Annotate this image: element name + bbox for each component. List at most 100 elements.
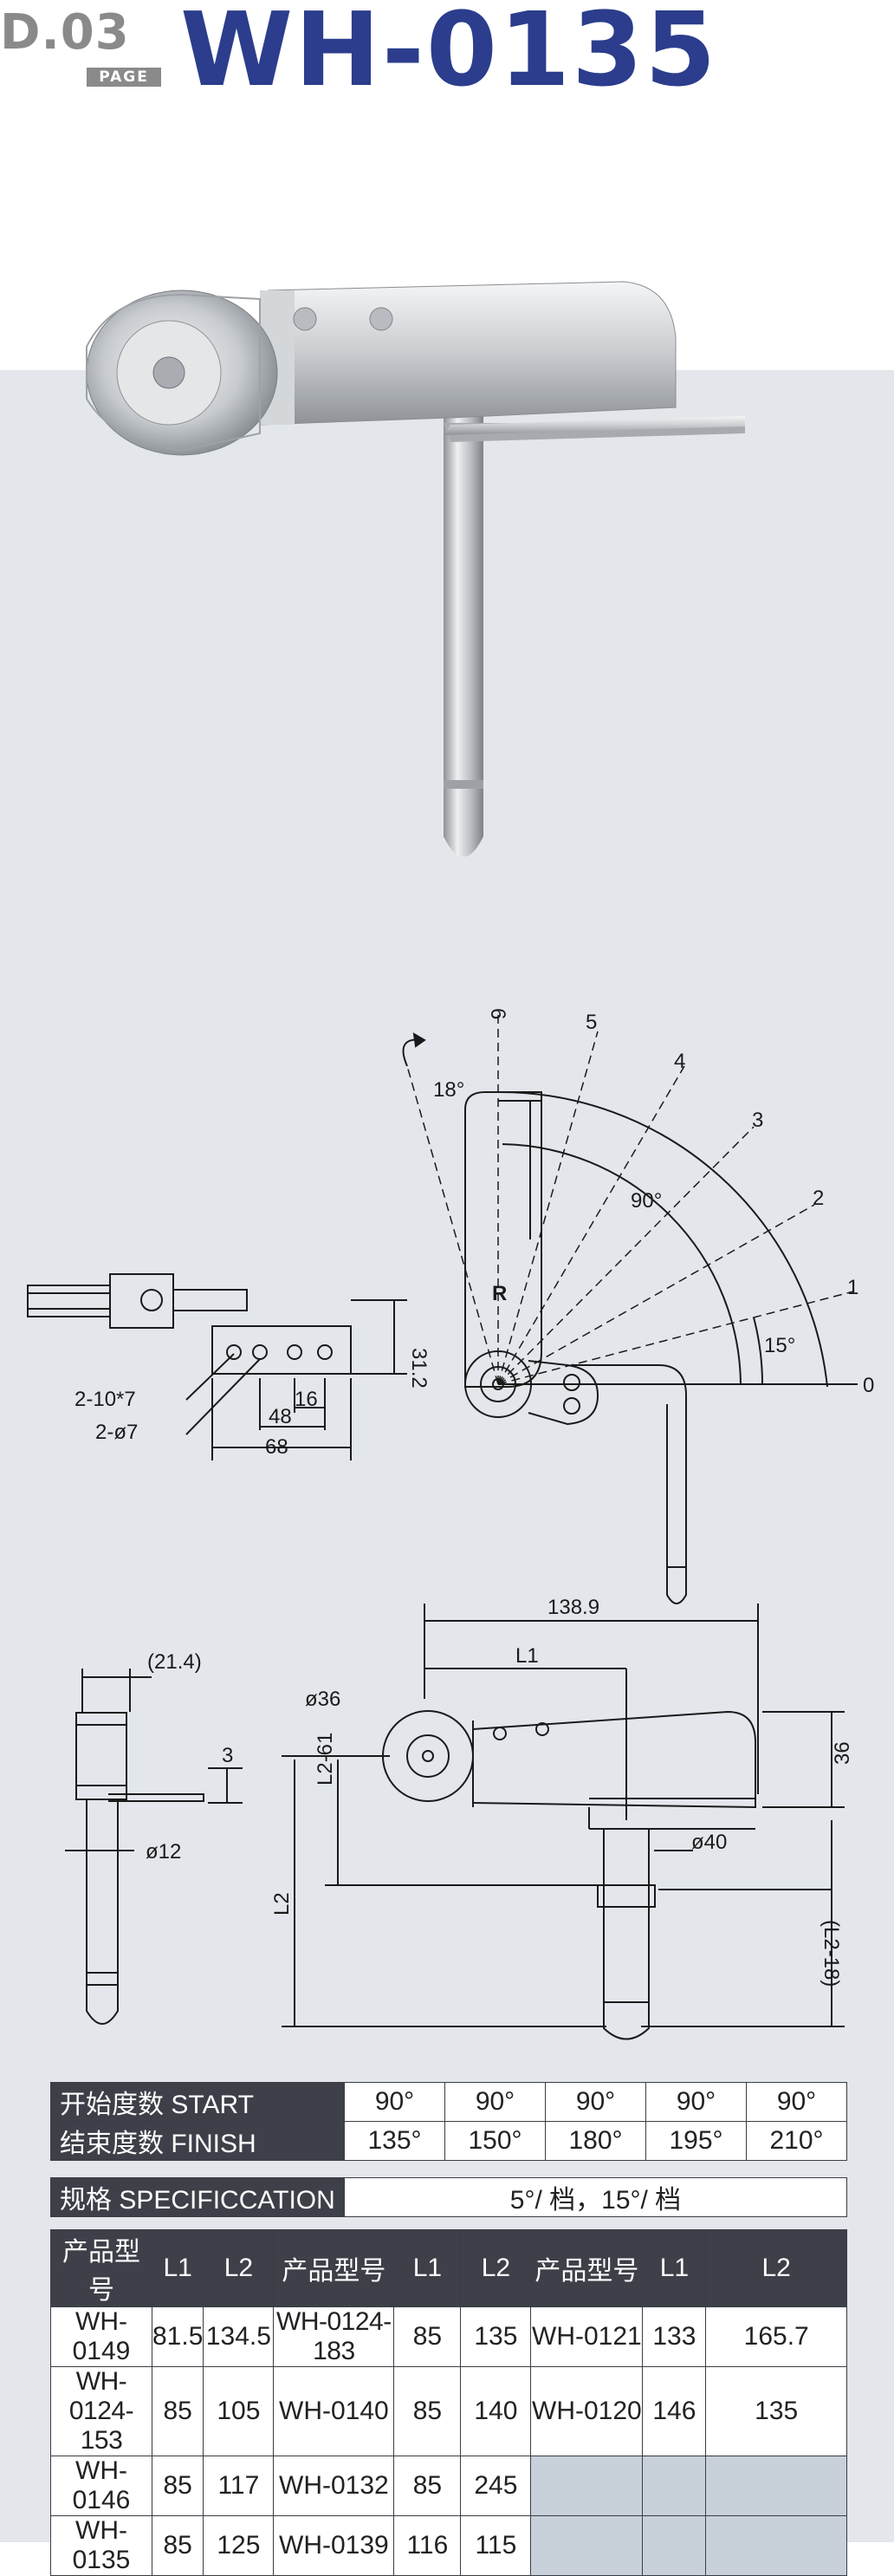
dim-36-label: 36 (831, 1741, 854, 1765)
empty-cell (705, 2456, 847, 2516)
model-cell: WH-0146 (50, 2456, 152, 2516)
specification-value: 5°/ 档，15°/ 档 (344, 2177, 847, 2217)
finish-row: 结束度数 FINISH 135° 150° 180° 195° 210° (50, 2121, 847, 2161)
holes-slot-label: 2-10*7 (74, 1388, 136, 1411)
dim-3-label: 3 (222, 1744, 233, 1767)
l1-cell: 85 (393, 2366, 462, 2456)
dim-d12-label: ø12 (146, 1840, 181, 1864)
table-row: WH-0135 85 125 WH-0139 116 115 (50, 2515, 847, 2576)
dim-21-4-label: (21.4) (147, 1650, 202, 1674)
start-value: 90° (645, 2082, 747, 2122)
empty-cell (642, 2456, 707, 2516)
l2-cell: 105 (203, 2366, 275, 2456)
l1-cell: 85 (393, 2306, 462, 2367)
l2-cell: 125 (203, 2515, 275, 2576)
finish-value: 150° (444, 2121, 546, 2161)
column-header: L1 (151, 2229, 204, 2307)
column-header: 产品型号 (530, 2229, 644, 2307)
angle-label-1: 1 (847, 1276, 858, 1299)
l1-cell: 116 (393, 2515, 462, 2576)
angle-label-3: 3 (752, 1109, 763, 1132)
empty-cell (705, 2515, 847, 2576)
dim-48-label: 48 (269, 1405, 292, 1428)
l2-cell: 245 (460, 2456, 532, 2516)
empty-cell (530, 2456, 644, 2516)
technical-drawing: 6 5 4 3 2 1 0 18° 90° 15° R 31.2 2-10*7 … (27, 1008, 874, 2040)
start-value: 90° (746, 2082, 847, 2122)
l1-cell: 85 (393, 2456, 462, 2516)
holes-round-label: 2-ø7 (95, 1421, 138, 1444)
finish-value: 180° (545, 2121, 646, 2161)
page-header: D.03 PAGE WH-0135 (0, 0, 894, 102)
l1-cell: 81.5 (151, 2306, 204, 2367)
model-cell: WH-0139 (273, 2515, 395, 2576)
l1-cell: 146 (642, 2366, 707, 2456)
column-header: L2 (203, 2229, 275, 2307)
dim-l2-61-label: L2-61 (314, 1733, 337, 1786)
degree-15-label: 15° (764, 1334, 795, 1357)
column-header: L1 (393, 2229, 462, 2307)
specification-row: 规格 SPECIFICCATION 5°/ 档，15°/ 档 (50, 2177, 847, 2217)
angle-arc (497, 1090, 828, 1388)
l2-cell: 140 (460, 2366, 532, 2456)
finish-label: 结束度数 FINISH (50, 2121, 345, 2161)
finish-value: 210° (746, 2121, 847, 2161)
angle-label-4: 4 (674, 1050, 685, 1073)
model-cell: WH-0124-153 (50, 2366, 152, 2456)
dim-l2-label: L2 (270, 1892, 294, 1916)
column-header: 产品型号 (50, 2229, 152, 2307)
finish-value: 195° (645, 2121, 747, 2161)
column-header: 产品型号 (273, 2229, 395, 2307)
l2-cell: 135 (460, 2306, 532, 2367)
start-value: 90° (545, 2082, 646, 2122)
start-value: 90° (444, 2082, 546, 2122)
column-header: L2 (705, 2229, 847, 2307)
l1-cell: 85 (151, 2515, 204, 2576)
r-mark-label: R (492, 1282, 507, 1305)
page-code: D.03 (0, 4, 130, 61)
model-cell: WH-0124-183 (273, 2306, 395, 2367)
dim-31-2-label: 31.2 (407, 1348, 431, 1389)
model-cell: WH-0140 (273, 2366, 395, 2456)
start-label: 开始度数 START (50, 2082, 345, 2122)
empty-cell (642, 2515, 707, 2576)
model-cell: WH-0135 (50, 2515, 152, 2576)
l1-cell: 133 (642, 2306, 707, 2367)
empty-cell (530, 2515, 644, 2576)
table-row: WH-0146 85 117 WH-0132 85 245 (50, 2456, 847, 2516)
dim-d40-label: ø40 (691, 1831, 727, 1854)
models-header-row: 产品型号 L1 L2 产品型号 L1 L2 产品型号 L1 L2 (50, 2229, 847, 2307)
column-header: L2 (460, 2229, 532, 2307)
dim-68-label: 68 (265, 1435, 288, 1459)
angle-label-5: 5 (586, 1011, 597, 1034)
product-photo (86, 281, 745, 857)
column-header: L1 (642, 2229, 707, 2307)
specification-table: 规格 SPECIFICCATION 5°/ 档，15°/ 档 (50, 2177, 847, 2217)
model-cell: WH-0120 (530, 2366, 644, 2456)
angle-spec-table: 开始度数 START 90° 90° 90° 90° 90° 结束度数 FINI… (50, 2082, 847, 2161)
specification-label: 规格 SPECIFICCATION (50, 2177, 345, 2217)
l2-cell: 135 (705, 2366, 847, 2456)
l1-cell: 85 (151, 2366, 204, 2456)
start-row: 开始度数 START 90° 90° 90° 90° 90° (50, 2082, 847, 2122)
l2-cell: 165.7 (705, 2306, 847, 2367)
degree-18-label: 18° (433, 1078, 464, 1102)
angle-label-6: 6 (486, 1008, 509, 1019)
dim-l1-label: L1 (515, 1644, 539, 1668)
model-cell: WH-0132 (273, 2456, 395, 2516)
start-value: 90° (344, 2082, 445, 2122)
dim-16-label: 16 (295, 1388, 318, 1411)
angle-label-2: 2 (813, 1187, 824, 1210)
l2-cell: 115 (460, 2515, 532, 2576)
model-cell: WH-0121 (530, 2306, 644, 2367)
table-row: WH-0124-153 85 105 WH-0140 85 140 WH-012… (50, 2366, 847, 2456)
models-table: 产品型号 L1 L2 产品型号 L1 L2 产品型号 L1 L2 WH-0149… (50, 2229, 847, 2576)
l2-cell: 117 (203, 2456, 275, 2516)
dim-138-9-label: 138.9 (547, 1596, 599, 1619)
degree-90-label: 90° (631, 1189, 662, 1213)
dim-d36-label: ø36 (305, 1688, 340, 1711)
l2-cell: 134.5 (203, 2306, 275, 2367)
model-cell: WH-0149 (50, 2306, 152, 2367)
table-row: WH-0149 81.5 134.5 WH-0124-183 85 135 WH… (50, 2306, 847, 2367)
l1-cell: 85 (151, 2456, 204, 2516)
